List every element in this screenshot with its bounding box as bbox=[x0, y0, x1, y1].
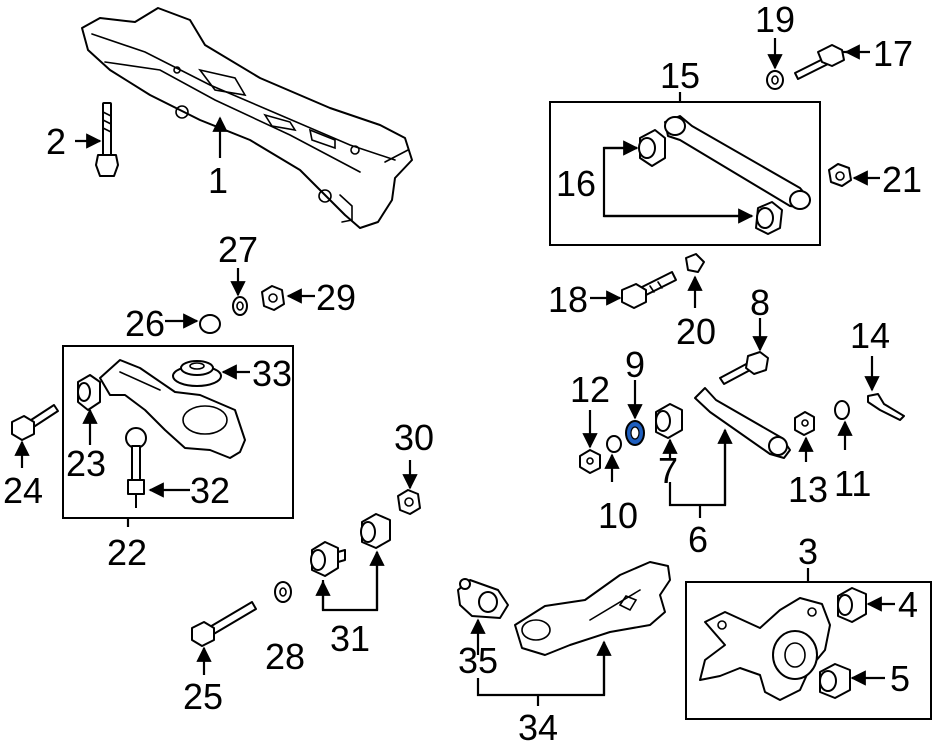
bushing-part-31a[interactable] bbox=[310, 541, 346, 577]
nut-part-30[interactable] bbox=[397, 489, 421, 515]
callout-27: 27 bbox=[218, 229, 258, 270]
bushing-part-31b[interactable] bbox=[360, 513, 391, 549]
callout-22: 22 bbox=[107, 532, 147, 573]
bushing-part-16a[interactable] bbox=[638, 129, 666, 167]
bolt-part-18[interactable] bbox=[621, 271, 677, 309]
callout-12: 12 bbox=[570, 369, 610, 410]
callout-13: 13 bbox=[788, 469, 828, 510]
callout-33: 33 bbox=[252, 353, 292, 394]
callout-18: 18 bbox=[548, 279, 588, 320]
callout-9: 9 bbox=[625, 344, 645, 385]
washer-part-10[interactable] bbox=[606, 435, 622, 453]
upper-arm-part[interactable] bbox=[664, 115, 811, 210]
upper-arm-assembly-box bbox=[549, 101, 821, 246]
lateral-link-part-6[interactable] bbox=[694, 387, 791, 459]
washer-part-27[interactable] bbox=[232, 296, 248, 316]
callout-19: 19 bbox=[755, 0, 795, 40]
callout-25: 25 bbox=[183, 676, 223, 717]
callout-24: 24 bbox=[3, 470, 43, 511]
callout-15: 15 bbox=[660, 55, 700, 96]
knuckle-part-3[interactable] bbox=[699, 597, 831, 701]
bushing-part-35[interactable] bbox=[457, 578, 509, 619]
callout-30: 30 bbox=[394, 417, 434, 458]
bolt-part-8[interactable] bbox=[719, 351, 769, 385]
clip-part-14[interactable] bbox=[867, 393, 905, 421]
callout-20: 20 bbox=[676, 311, 716, 352]
callout-26: 26 bbox=[125, 303, 165, 344]
callout-7: 7 bbox=[658, 450, 678, 491]
trailing-arm-part-34[interactable] bbox=[514, 561, 671, 656]
callout-17: 17 bbox=[873, 33, 913, 74]
callout-34: 34 bbox=[518, 707, 558, 744]
nut-part-20[interactable] bbox=[685, 253, 705, 273]
bushing-part-7[interactable] bbox=[655, 403, 683, 439]
nut-part-21[interactable] bbox=[828, 163, 852, 187]
washer-part-28[interactable] bbox=[274, 581, 292, 603]
bushing-part-4[interactable] bbox=[837, 587, 867, 623]
bushing-part-23[interactable] bbox=[77, 374, 101, 411]
callout-5: 5 bbox=[890, 658, 910, 699]
crossmember-part[interactable] bbox=[81, 7, 413, 229]
callout-8: 8 bbox=[750, 282, 770, 323]
callout-2: 2 bbox=[46, 121, 66, 162]
lower-arm-part[interactable] bbox=[99, 359, 246, 459]
stabilizer-link-part-32[interactable] bbox=[125, 427, 147, 508]
washer-part-19[interactable] bbox=[766, 70, 784, 90]
bushing-part-16b[interactable] bbox=[755, 201, 783, 235]
callout-16: 16 bbox=[556, 163, 596, 204]
nut-part-13[interactable] bbox=[794, 411, 815, 436]
washer-part-26[interactable] bbox=[199, 314, 221, 334]
callout-6: 6 bbox=[688, 519, 708, 560]
bushing-part-5[interactable] bbox=[819, 663, 851, 699]
bolt-part-17[interactable] bbox=[794, 44, 845, 80]
callout-numbers: 1 2 3 4 5 6 7 8 9 10 11 12 13 14 15 16 1… bbox=[3, 0, 922, 744]
callout-11: 11 bbox=[834, 463, 871, 504]
callout-35: 35 bbox=[458, 640, 498, 681]
callout-14: 14 bbox=[850, 315, 890, 356]
washer-part-11[interactable] bbox=[834, 400, 850, 420]
callout-4: 4 bbox=[898, 584, 918, 625]
leader-lines bbox=[14, 38, 895, 706]
lower-arm-assembly-box bbox=[62, 345, 294, 519]
bolt-part-24[interactable] bbox=[11, 404, 59, 441]
callout-21: 21 bbox=[882, 159, 922, 200]
callout-29: 29 bbox=[316, 277, 356, 318]
callout-28: 28 bbox=[265, 636, 305, 677]
callout-10: 10 bbox=[598, 495, 638, 536]
callout-32: 32 bbox=[190, 470, 230, 511]
spring-seat-part-33[interactable] bbox=[172, 360, 222, 387]
nut-part-12[interactable] bbox=[579, 449, 601, 474]
bolt-part-25[interactable] bbox=[191, 601, 257, 647]
callout-31: 31 bbox=[330, 618, 370, 659]
callout-23: 23 bbox=[66, 443, 106, 484]
bolt-part[interactable] bbox=[95, 102, 119, 177]
callout-3: 3 bbox=[798, 531, 818, 572]
callout-1: 1 bbox=[208, 160, 228, 201]
nut-part-29[interactable] bbox=[261, 285, 285, 311]
